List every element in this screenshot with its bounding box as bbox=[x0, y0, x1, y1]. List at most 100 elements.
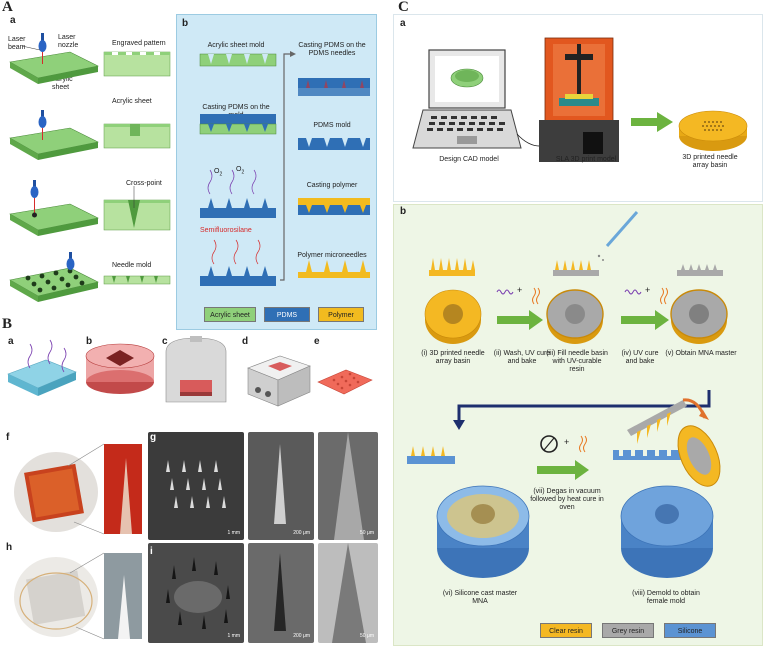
sublabel-B-h: h bbox=[6, 542, 13, 553]
polymer-microneedle-strip bbox=[298, 260, 370, 278]
label-cross-point: Cross-point bbox=[126, 180, 162, 187]
sem-image-g2: 200 μm bbox=[248, 432, 314, 540]
acrylic-mold-strip bbox=[199, 53, 277, 67]
arrow-head-icon bbox=[290, 51, 296, 57]
panel-B-row1-illustration bbox=[7, 336, 373, 407]
label-acrylic-sheet-right: Acrylic sheet bbox=[112, 98, 152, 105]
step-i-basin bbox=[424, 258, 482, 344]
leader-line bbox=[21, 45, 41, 51]
step-vii-label: (vii) Degas in vacuum followed by heat c… bbox=[530, 488, 604, 511]
acrylic-slab-1 bbox=[9, 51, 99, 84]
legend-acrylic-sheet: Acrylic sheet bbox=[204, 307, 256, 322]
sem-image-i3: 50 μm bbox=[318, 543, 378, 643]
sem-image-i1: 1 mm bbox=[148, 543, 244, 643]
sublabel-A-a: a bbox=[10, 15, 16, 26]
plus-sign-1: + bbox=[517, 285, 523, 295]
panel-Cb-box bbox=[393, 204, 763, 646]
step-semifluorosilane: Semifluorosilane bbox=[200, 227, 252, 234]
pdms-mold-strip bbox=[298, 138, 370, 150]
sublabel-B-c: c bbox=[162, 336, 168, 347]
arrow-step-ii-icon bbox=[497, 310, 543, 330]
sublabel-C-a: a bbox=[400, 18, 406, 29]
step-acrylic-sheet-mold: Acrylic sheet mold bbox=[207, 42, 265, 49]
polymer-cast-strip bbox=[298, 198, 370, 215]
plus-sign-2: + bbox=[645, 285, 651, 295]
scale-bar-i2: 200 μm bbox=[293, 633, 310, 639]
step-v-basin bbox=[670, 264, 728, 344]
arrow-step-vii-icon bbox=[537, 460, 589, 480]
scale-bar-g2: 200 μm bbox=[293, 530, 310, 536]
semifluorosilane-strip bbox=[200, 239, 276, 286]
label-engraved-pattern: Engraved pattern bbox=[112, 40, 166, 47]
sem-image-i2: 200 μm bbox=[248, 543, 314, 643]
o2-subscript: 2 bbox=[241, 169, 245, 176]
acrylic-slab-2 bbox=[9, 110, 99, 160]
legend-clear-resin: Clear resin bbox=[540, 623, 592, 638]
sublabel-B-e: e bbox=[314, 336, 320, 347]
label-acrylic-sheet-left: Acrylic sheet bbox=[52, 76, 73, 91]
uv-heat-icons-1 bbox=[496, 287, 540, 305]
laptop-icon bbox=[412, 49, 522, 149]
panel-Ca-illustration bbox=[412, 37, 748, 162]
panel-letter-C: C bbox=[398, 0, 409, 15]
step-casting-pdms-on-needles: Casting PDMS on the PDMS needles bbox=[298, 42, 366, 57]
photo-f bbox=[14, 443, 142, 535]
sla-printer-icon bbox=[539, 37, 619, 162]
oven-icon bbox=[247, 355, 311, 407]
pdms-on-acrylic-strip bbox=[199, 114, 277, 135]
step-viii-label: (viii) Demold to obtain female mold bbox=[632, 590, 700, 605]
sublabel-C-b: b bbox=[400, 206, 407, 217]
step-iv-label: (iv) UV cure and bake bbox=[621, 350, 659, 365]
cross-section-2 bbox=[103, 123, 171, 149]
sem-i2-needle bbox=[274, 553, 286, 631]
sem-g3-needle bbox=[334, 432, 364, 540]
o2-text: O bbox=[236, 166, 242, 173]
pdms-on-pdms-strip bbox=[298, 78, 370, 96]
sem-g1-needles bbox=[166, 460, 226, 508]
cross-section-4 bbox=[103, 275, 171, 285]
step-ii-label: (ii) Wash, UV cure and bake bbox=[493, 350, 551, 365]
caption-3d-printed-needle-basin: 3D printed needle array basin bbox=[682, 154, 738, 169]
flow-arrow bbox=[280, 53, 290, 281]
step-polymer-microneedles: Polymer microneedles bbox=[297, 252, 367, 259]
sem-i1-needles bbox=[166, 557, 230, 629]
panel-letter-B: B bbox=[2, 316, 13, 332]
panel-Cb-illustration bbox=[407, 211, 728, 578]
cross-section-3 bbox=[103, 186, 171, 231]
scale-bar-g1: 1 mm bbox=[227, 530, 241, 536]
uv-heat-icons-2 bbox=[624, 287, 668, 305]
laser-nozzle-icon bbox=[38, 33, 47, 64]
sublabel-B-g: g bbox=[150, 432, 157, 443]
legend-silicone: Silicone bbox=[664, 623, 716, 638]
sublabel-B-b: b bbox=[86, 336, 93, 347]
flow-connector-arrowhead-icon bbox=[453, 420, 465, 430]
step-casting-polymer: Casting polymer bbox=[306, 182, 358, 189]
caption-design-cad-model: Design CAD model bbox=[439, 156, 499, 163]
needle-basin-icon bbox=[678, 110, 748, 151]
needle-mold-slab bbox=[9, 252, 99, 302]
step-iii-basin bbox=[546, 211, 639, 344]
legend-pdms: PDMS bbox=[264, 307, 310, 322]
vacuum-heat-icons bbox=[540, 435, 587, 453]
panel-Aa-illustration bbox=[9, 33, 171, 302]
legend-grey-resin: Grey resin bbox=[602, 623, 654, 638]
photo-h bbox=[14, 552, 142, 640]
sublabel-A-b: b bbox=[182, 18, 189, 29]
o2-subscript: 2 bbox=[219, 171, 223, 178]
sem-g2-needle bbox=[274, 444, 286, 524]
step-i-label: (i) 3D printed needle array basin bbox=[421, 350, 485, 365]
o2-label-2: O2 bbox=[236, 166, 244, 176]
scale-bar-i1: 1 mm bbox=[227, 633, 241, 639]
step-vi-label: (vi) Silicone cast master MNA bbox=[442, 590, 518, 605]
step-vi-basin bbox=[407, 446, 530, 578]
label-laser-beam: Laser beam bbox=[8, 36, 26, 51]
sublabel-B-i: i bbox=[150, 546, 153, 557]
scale-bar-i3: 50 μm bbox=[360, 633, 374, 639]
caption-sla-3d-print-model: SLA 3D print model bbox=[555, 156, 617, 163]
sublabel-B-a: a bbox=[8, 336, 14, 347]
acrylic-slab-3 bbox=[9, 180, 99, 236]
vacuum-chamber-icon bbox=[165, 336, 227, 403]
sublabel-B-d: d bbox=[242, 336, 249, 347]
pipette-icon bbox=[605, 211, 639, 247]
step-v-label: (v) Obtain MNA master bbox=[665, 350, 737, 357]
